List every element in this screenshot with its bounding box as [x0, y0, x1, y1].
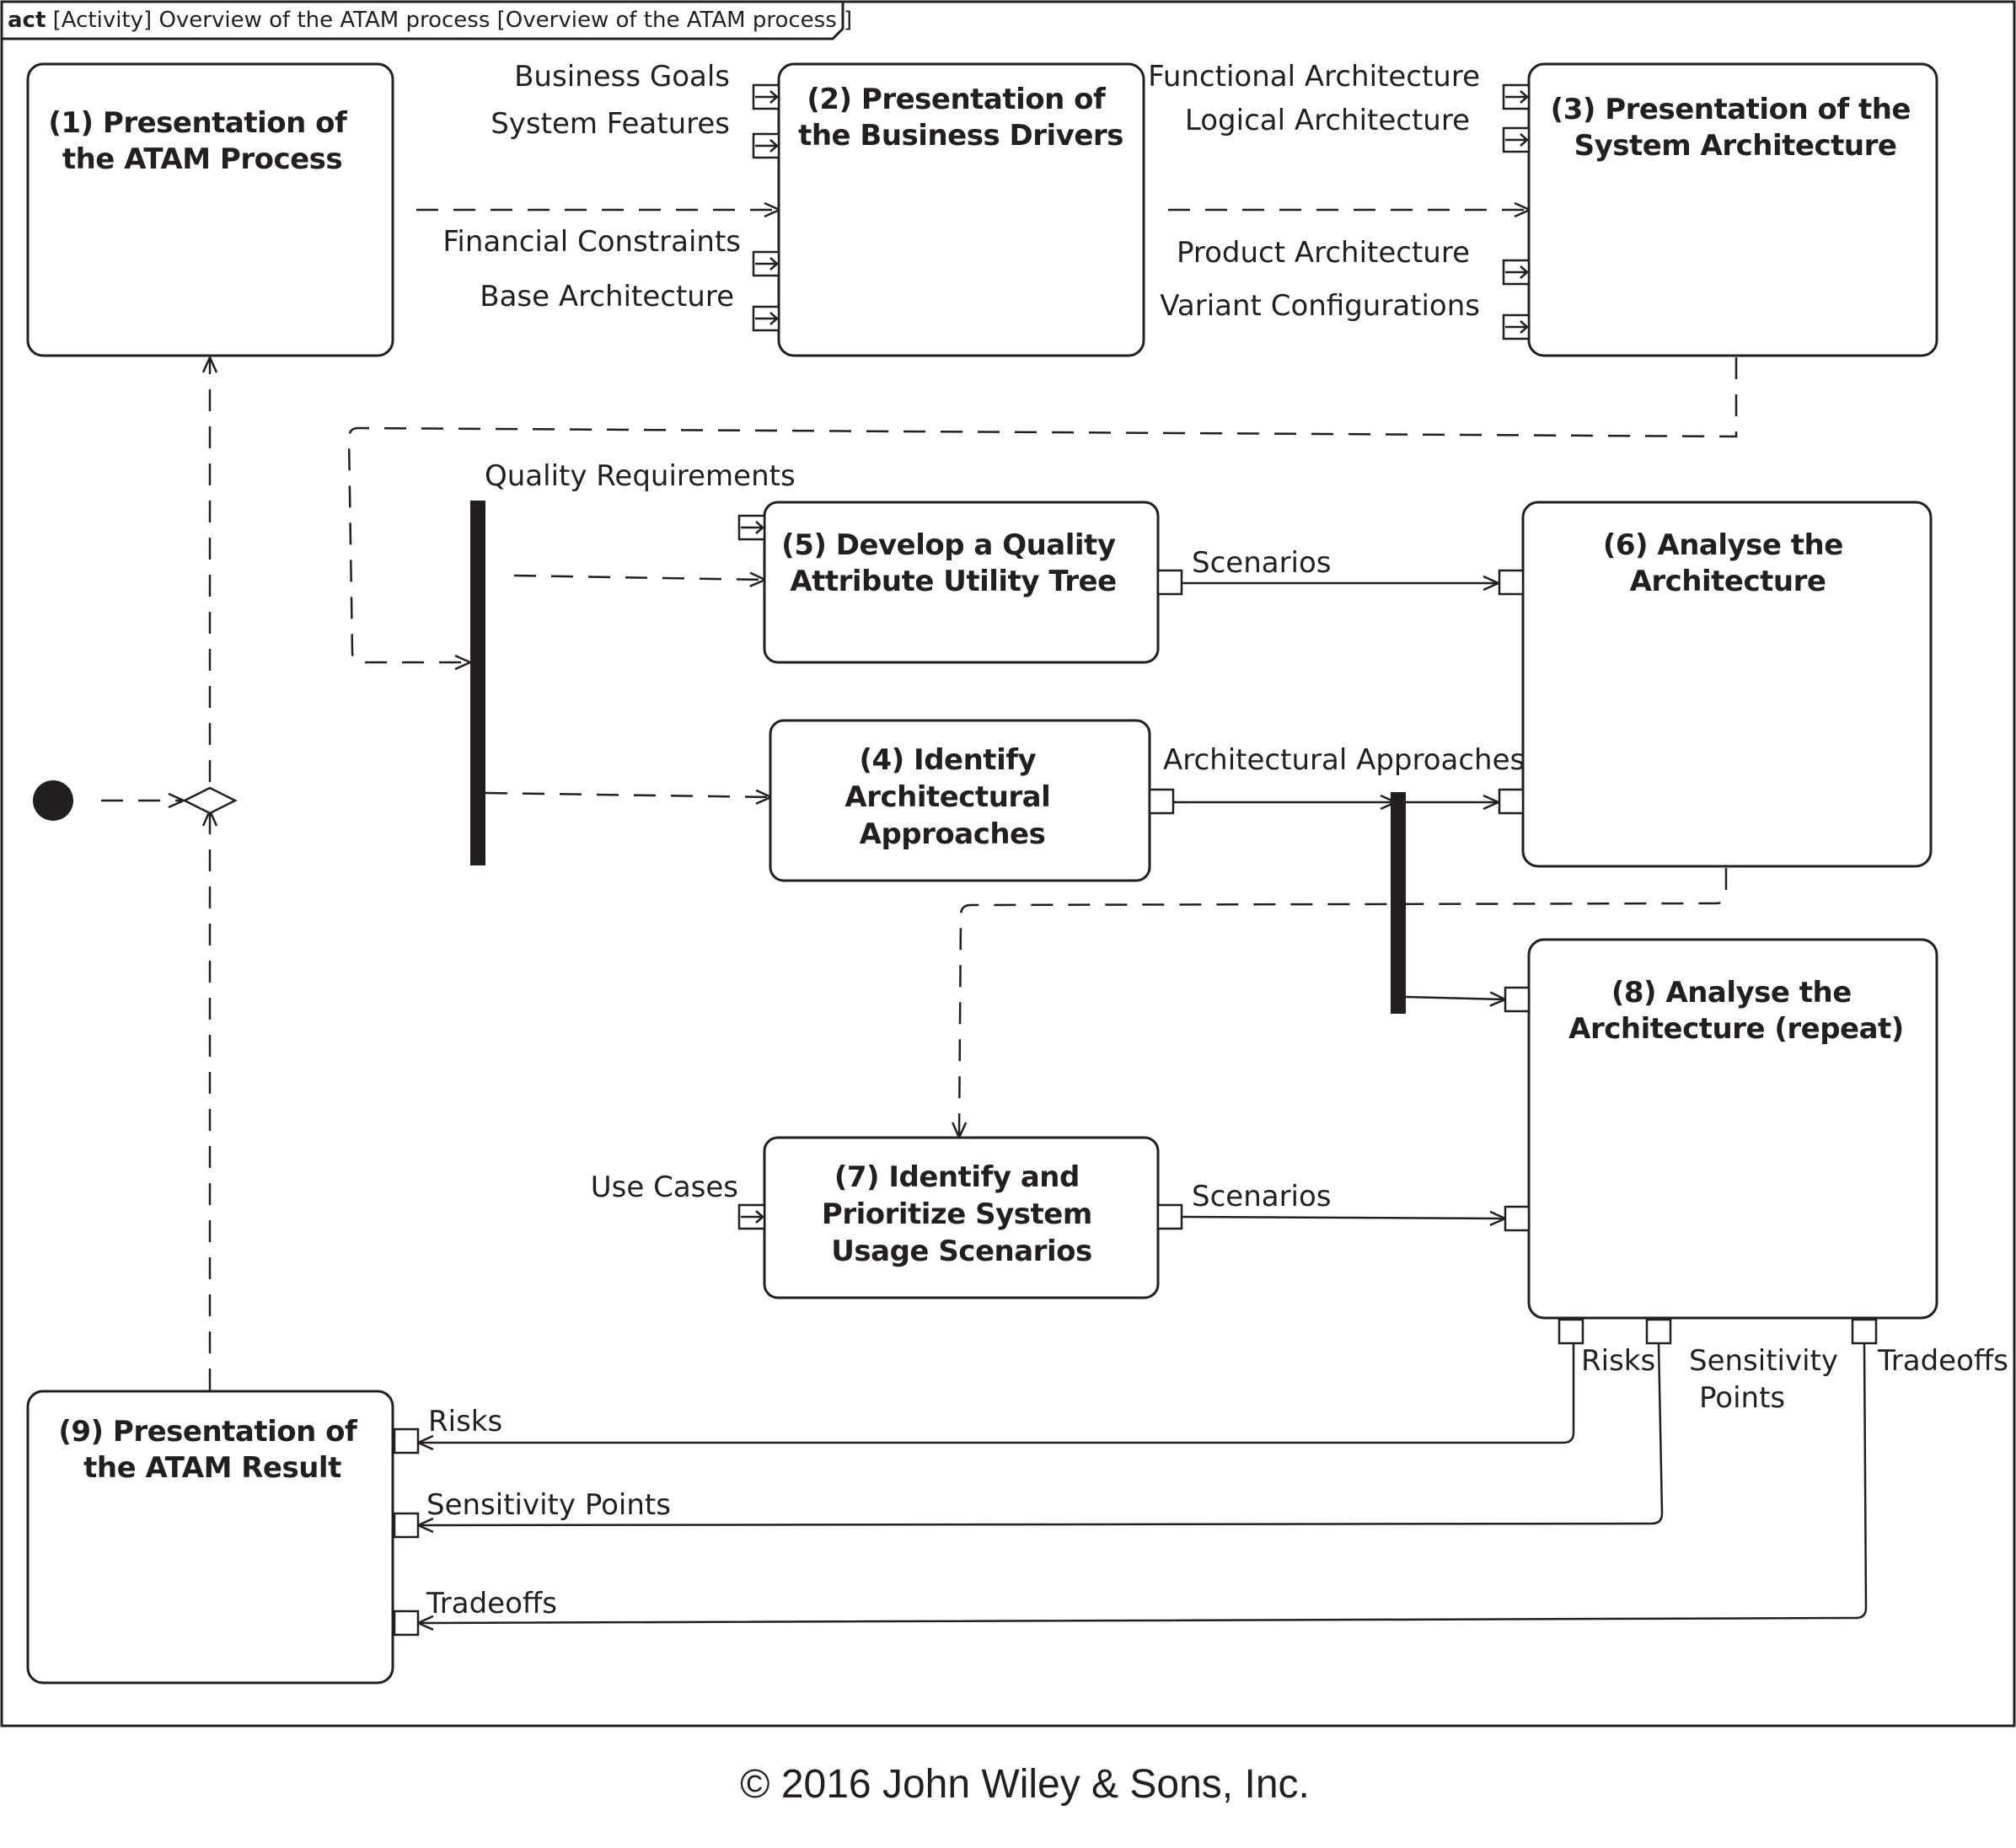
input-pins-action-3 — [1502, 83, 1531, 340]
input-pins-action-2 — [752, 83, 780, 332]
flow-fork-to-a4 — [485, 793, 771, 797]
label-product-architecture: Product Architecture — [1177, 236, 1470, 270]
flow-fork-to-a5 — [513, 576, 765, 580]
label-financial-constraints: Financial Constraints — [442, 225, 741, 259]
label-base-architecture: Base Architecture — [480, 280, 734, 313]
label-use-cases: Use Cases — [591, 1170, 738, 1204]
label-logical-architecture: Logical Architecture — [1185, 104, 1470, 137]
label-quality-requirements: Quality Requirements — [485, 459, 796, 493]
flow-a6-to-a7 — [959, 868, 1728, 1138]
action-7-title: (7) Identify and Prioritize System Usage… — [822, 1160, 1102, 1268]
action-5[interactable]: (5) Develop a Quality Attribute Utility … — [763, 501, 1160, 664]
label-scenarios-a7: Scenarios — [1192, 1180, 1332, 1213]
label-in-tradeoffs: Tradeoffs — [426, 1587, 557, 1620]
diagram-frame — [0, 0, 2016, 1727]
decision-node — [182, 786, 238, 815]
action-5-title: (5) Develop a Quality Attribute Utility … — [781, 528, 1125, 598]
action-2[interactable]: (2) Presentation of the Business Drivers — [777, 62, 1145, 357]
action-9[interactable]: (9) Presentation of the ATAM Result — [26, 1390, 394, 1685]
action-6[interactable]: (6) Analyse the Architecture — [1521, 501, 1933, 868]
pin-a6-approaches-in — [1498, 788, 1525, 815]
flow-scenarios-a7-to-a8 — [1181, 1217, 1505, 1219]
flow-a3-to-fork — [347, 357, 1738, 662]
label-system-features: System Features — [491, 107, 730, 141]
label-variant-configurations: Variant Configurations — [1160, 289, 1480, 323]
flow-tradeoffs — [418, 1342, 1868, 1623]
control-flows — [101, 210, 1738, 1390]
pin-a5-scenarios-out — [1156, 569, 1183, 596]
diagram-header-tab — [2, 2, 844, 40]
pin-a9-tradeoffs-in — [393, 1610, 420, 1636]
pin-a8-approaches-in — [1504, 986, 1531, 1013]
label-architectural-approaches: Architectural Approaches — [1163, 743, 1525, 777]
action-7[interactable]: (7) Identify and Prioritize System Usage… — [763, 1136, 1160, 1299]
fork-bar-left — [470, 501, 485, 865]
label-business-goals: Business Goals — [514, 60, 730, 94]
label-out-sensitivity: Sensitivity Points — [1689, 1344, 1847, 1415]
pin-a4-approaches-out — [1148, 788, 1175, 815]
label-functional-architecture: Functional Architecture — [1148, 60, 1480, 94]
label-in-sensitivity: Sensitivity Points — [426, 1488, 671, 1522]
label-out-risks: Risks — [1581, 1344, 1655, 1378]
copyright: © 2016 John Wiley & Sons, Inc. — [740, 1762, 1310, 1807]
action-4[interactable]: (4) Identify Architectural Approaches — [769, 719, 1151, 882]
action-9-title: (9) Presentation of the ATAM Result — [58, 1415, 366, 1485]
action-4-title: (4) Identify Architectural Approaches — [844, 743, 1059, 851]
label-out-tradeoffs: Tradeoffs — [1877, 1344, 2008, 1378]
label-scenarios-a5: Scenarios — [1192, 546, 1332, 580]
diagram-header: act [Activity] Overview of the ATAM proc… — [8, 8, 852, 33]
object-flows — [418, 583, 1868, 1623]
pin-a8-scenarios-in — [1504, 1205, 1531, 1232]
action-8-title: (8) Analyse the Architecture (repeat) — [1568, 976, 1904, 1046]
action-1-title: (1) Presentation of the ATAM Process — [48, 106, 356, 176]
flow-sensitivity-points — [418, 1342, 1664, 1525]
flow-risks — [418, 1343, 1575, 1443]
pin-a7-scenarios-out — [1156, 1203, 1183, 1230]
action-6-title: (6) Analyse the Architecture — [1603, 528, 1852, 598]
pin-labels: Business Goals System Features Financial… — [426, 60, 2008, 1620]
pin-a8-sensitivity-out — [1645, 1318, 1672, 1345]
flow-fork-to-a8 — [1405, 997, 1505, 999]
pin-a8-risks-out — [1558, 1318, 1584, 1345]
action-3-title: (3) Presentation of the System Architect… — [1551, 93, 1921, 163]
initial-node — [33, 780, 73, 821]
action-8[interactable]: (8) Analyse the Architecture (repeat) — [1527, 938, 1938, 1320]
pin-a9-risks-in — [393, 1428, 420, 1454]
pin-a6-scenarios-in — [1498, 569, 1525, 596]
action-1[interactable]: (1) Presentation of the ATAM Process — [26, 62, 394, 357]
label-in-risks: Risks — [428, 1405, 502, 1438]
pin-a9-sensitivity-in — [393, 1512, 420, 1539]
action-3[interactable]: (3) Presentation of the System Architect… — [1527, 62, 1938, 357]
action-2-title: (2) Presentation of the Business Drivers — [798, 83, 1123, 153]
pin-a8-tradeoffs-out — [1851, 1318, 1878, 1345]
fork-bar-right — [1391, 792, 1406, 1014]
